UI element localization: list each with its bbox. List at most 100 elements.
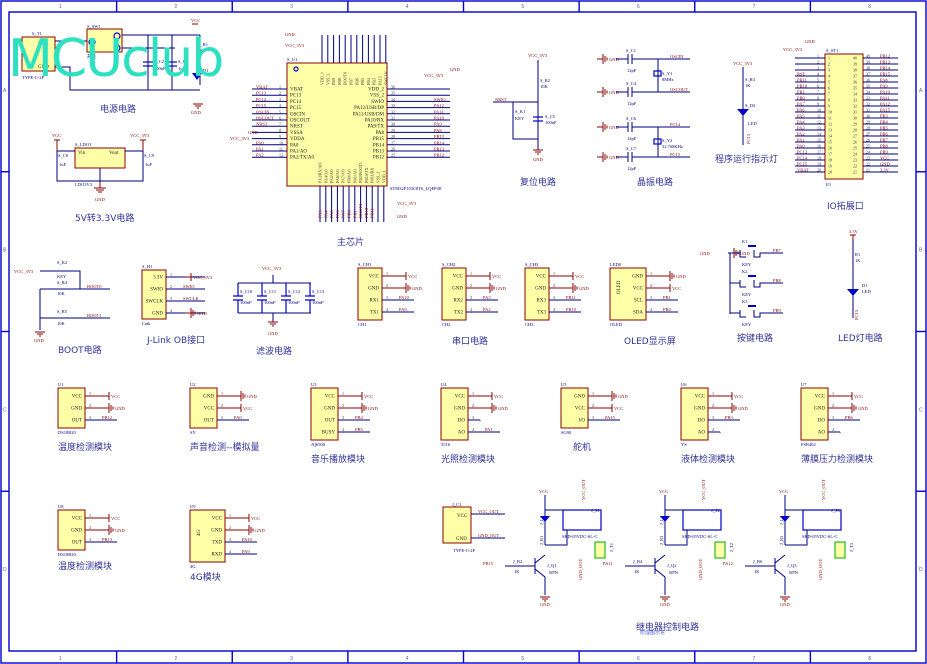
boot-gnd: GND	[34, 338, 44, 343]
crystal-caps: GNDS_C112pFOSCINGNDS_C412pFOSCOUTGNDS_C6…	[597, 48, 690, 171]
gnd-symbol	[726, 403, 737, 413]
boot0-net: BOOT0	[87, 284, 102, 289]
crystal-cap-value: 12pF	[627, 136, 637, 141]
relay-vcc: VCC	[539, 489, 548, 494]
relay-led-ref: J_L2	[659, 516, 664, 525]
key-button-icon	[748, 305, 756, 307]
relay-channel: VCCJ_L3J_R5J_S3SRD-05VDC-SL-CVCC_OUTGND_…	[723, 479, 854, 607]
io-pin-inner-number: 33	[853, 98, 857, 103]
relay-coil-icon	[562, 509, 602, 531]
relay-circuit: VCCJ_L1J_R1J_S1SRD-05VDC-SL-CVCC_OUTGND_…	[483, 479, 854, 607]
mcu-pin-name: PB6	[354, 78, 359, 85]
mcu-pin-name: VBAT	[290, 88, 303, 93]
io-pin-number: 33	[866, 96, 870, 101]
io-pin-number: 13	[817, 126, 821, 131]
led-d-value: LED	[862, 289, 871, 294]
gnd-symbol	[235, 391, 246, 401]
module-pin-name: RX1	[370, 299, 380, 304]
module-pin-name: VCC	[575, 407, 586, 412]
io-pin-number: 1	[817, 54, 819, 59]
mcu-pin-number: 29	[391, 128, 395, 133]
module-type: FSR402	[801, 442, 816, 447]
module-pin-name: GND	[203, 395, 214, 400]
relay-vcc: VCC	[779, 489, 788, 494]
io-pin-inner-number: 26	[853, 140, 857, 145]
base-resistor-value: 1K	[634, 569, 640, 574]
ldo-vout-label: VCC_3V3	[130, 133, 150, 138]
io-pin-inner-number: 39	[853, 62, 857, 67]
zone-column-label: 1	[59, 4, 62, 10]
base-resistor-ref: J_R4	[633, 559, 643, 564]
mcu-pin-number: 10	[279, 140, 283, 145]
keys-wire	[728, 252, 731, 314]
module-body	[189, 387, 218, 429]
zone-row-label: D	[3, 567, 7, 573]
io-pin-number: 18	[817, 156, 821, 161]
r4-value: 10K	[57, 291, 66, 296]
module-pin-number: 2	[342, 403, 344, 408]
filter-circuit: VCC_3V3 S_C10100nFS_C11100nFS_C12100nFS_…	[233, 266, 325, 357]
crystal-circuit: GNDS_C112pFOSCINGNDS_C412pFOSCOUTGNDS_C6…	[597, 48, 690, 188]
d2-value: LED	[748, 121, 757, 126]
vcc-label: VCC	[243, 406, 252, 411]
io-pin-number: 21	[866, 168, 870, 173]
vcc-symbol	[103, 392, 110, 400]
relay-gnd-out: GND_OUT	[818, 559, 823, 580]
io-pin-inner-number: 4	[828, 74, 830, 79]
module-pin-net: PB3	[725, 415, 734, 420]
module-pin-number: 3	[342, 415, 344, 420]
module-pin-name: GND	[535, 287, 546, 292]
r5-value: 10K	[57, 321, 66, 326]
mcu-pin-net: SWIO	[434, 97, 446, 102]
ldo-vcc-sym	[54, 139, 146, 151]
io-pin-net: PA0	[797, 144, 805, 149]
io-pin-net: PB6	[880, 132, 889, 137]
mcu-pin-number: 6	[279, 116, 281, 121]
module-pin-net: PA10	[242, 537, 253, 542]
mcu-pin-number: 8	[279, 128, 281, 133]
module-pin-number: 1	[386, 271, 388, 276]
module-pin-name: OUT	[72, 419, 82, 424]
mcu-part: STM32F103C8T6_LQFP48	[390, 186, 442, 191]
relay-gnd: GND	[540, 602, 550, 607]
io-pin-inner-number: 2	[828, 62, 830, 67]
led-lamp-title: LED灯电路	[838, 332, 883, 344]
io-pin-number: 40	[866, 54, 870, 59]
mcu-pin-name: PA10/RX	[365, 119, 385, 124]
crystal-cap-symbol	[616, 122, 690, 132]
c5-ref: S_C5	[545, 114, 556, 119]
mcu-ref: S_U1	[287, 57, 297, 62]
module-pin-number: 4	[470, 307, 472, 312]
module-title: 薄膜压力检测模块	[801, 453, 873, 465]
mcu-pin-name: VDD_3	[320, 72, 325, 85]
module-pin-number: 1	[650, 271, 652, 276]
crystal-cap-symbol	[616, 152, 690, 162]
module-title: 温度检测模块	[58, 441, 112, 453]
typec-input-pin-gnd: GND	[38, 65, 49, 70]
io-pin-number: 32	[866, 102, 870, 107]
mcu-pin-number: 25	[391, 153, 395, 158]
module-pin-number: 3	[712, 415, 714, 420]
filter-cap-value: 100nF	[240, 300, 252, 305]
gnd-out-net: GND_OUT	[478, 533, 499, 538]
led-r-value: 1K	[855, 258, 861, 263]
mcu-pin-net: PB14	[434, 140, 445, 145]
mcu-pin-name: PB14	[373, 143, 385, 148]
io-pin-inner-number: 16	[828, 146, 832, 151]
module-pin-name: BUSY	[322, 431, 336, 436]
zone-row-label: A	[3, 88, 7, 94]
mcu-pin-name: VDD_1	[381, 170, 386, 183]
relay-type: SRD-05VDC-SL-C	[682, 534, 718, 539]
mcu-pin-name: SWIO	[371, 100, 384, 105]
boot-circuit-title: BOOT电路	[58, 344, 102, 356]
io-pin-inner-number: 38	[853, 68, 857, 73]
relay-terminal-ref: J_T3	[849, 542, 854, 552]
gnd-label: GND	[609, 57, 619, 62]
module-pin-number: 1	[221, 391, 223, 396]
module-pin-number: 4	[832, 427, 834, 432]
io-pin-inner-number: 19	[828, 164, 832, 169]
io-pin-inner-number: 37	[853, 74, 857, 79]
mcu-pin-net: PA1	[256, 147, 264, 152]
vcc-label: VCC	[494, 394, 503, 399]
